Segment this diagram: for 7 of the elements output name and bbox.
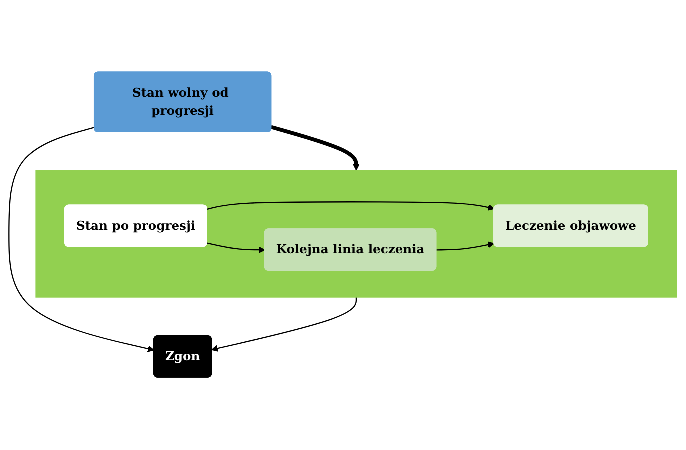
arrow	[211, 298, 358, 352]
arrow	[436, 242, 495, 251]
arrow	[207, 242, 266, 254]
arrow	[207, 202, 495, 212]
arrow	[8, 127, 155, 353]
arrow	[270, 126, 360, 172]
cluster	[36, 170, 678, 298]
